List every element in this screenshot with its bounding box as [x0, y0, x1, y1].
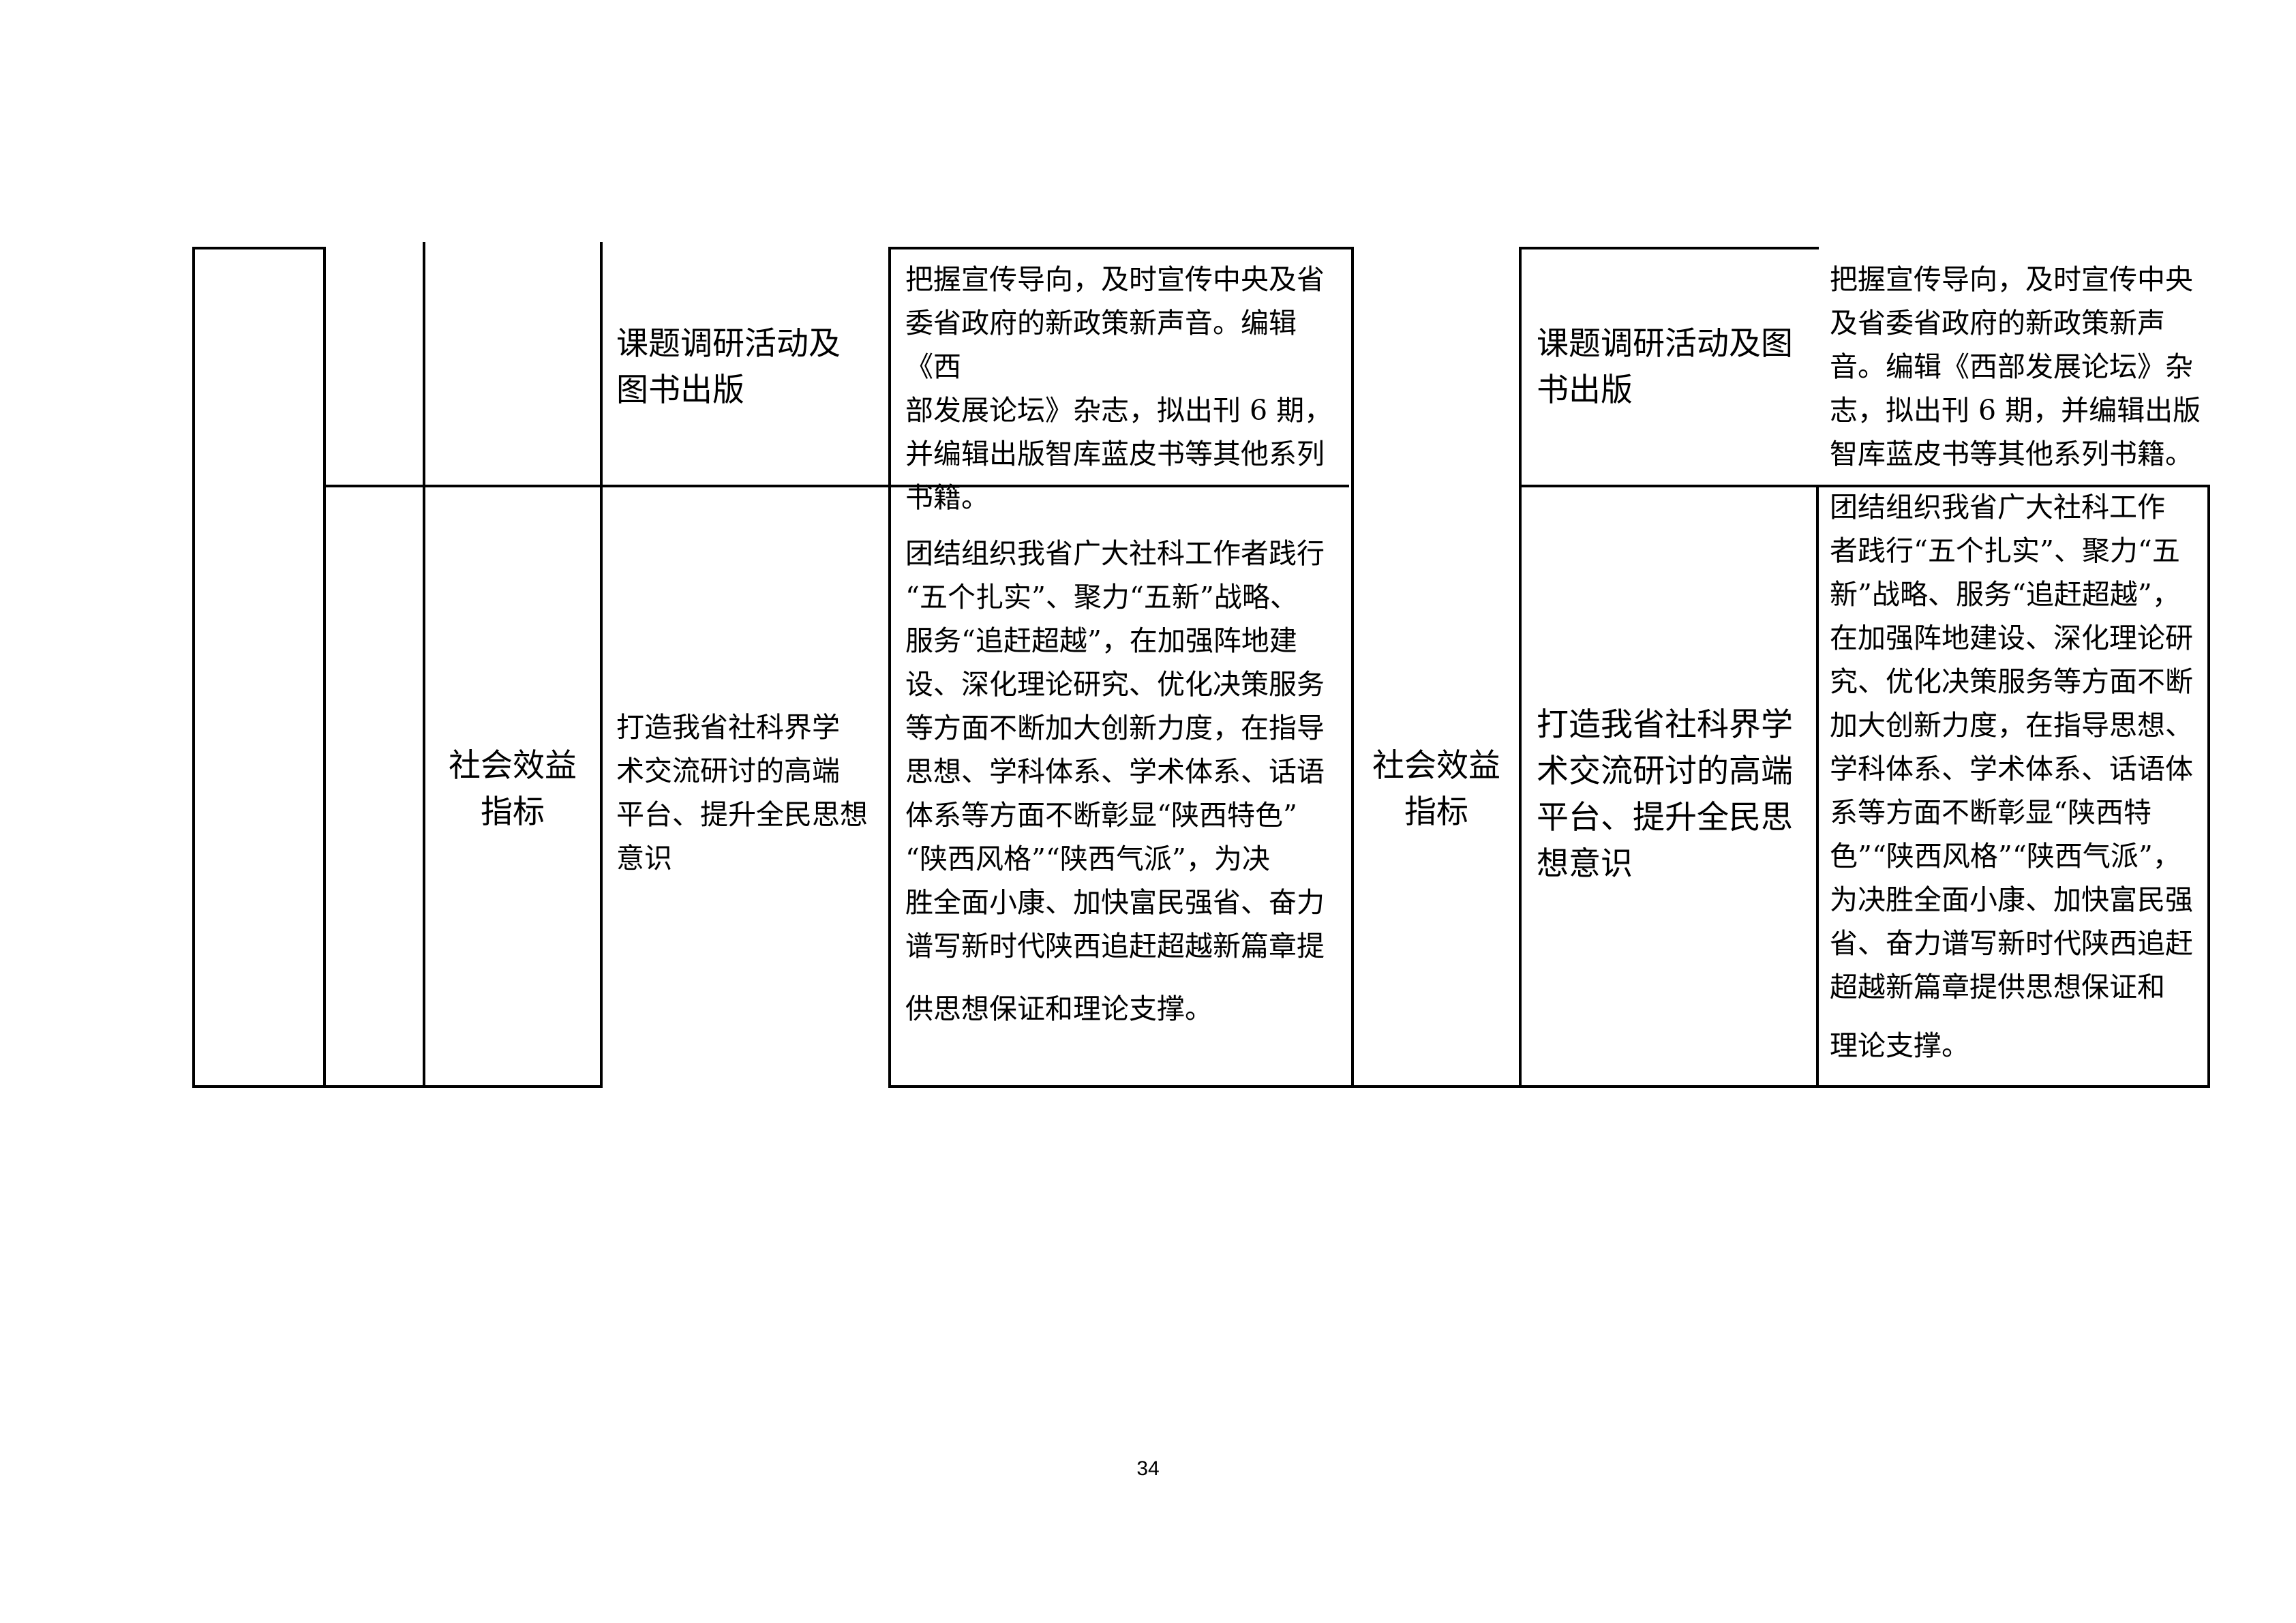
row2-right-target: 打造我省社科界学 术交流研讨的高端 平台、提升全民思 想意识 [1537, 706, 1793, 883]
grid-line [423, 242, 425, 1088]
row2-right-content-tail: 理论支撑。 [1830, 1029, 1969, 1062]
row1-right-target: 课题调研活动及图 书出版 [1537, 325, 1793, 409]
grid-line [192, 1085, 603, 1088]
page-number: 34 [1136, 1457, 1160, 1480]
grid-line [1816, 485, 1819, 1088]
grid-line [1519, 247, 1819, 249]
grid-line [890, 1085, 2210, 1088]
grid-line [2207, 485, 2210, 1088]
row2-left-content: 团结组织我省广大社科工作者践行 “五个扎实”、聚力“五新”战略、 服务“追赶超越… [905, 537, 1325, 962]
grid-line [192, 247, 195, 1088]
grid-line [890, 247, 1353, 249]
row2-right-indicator: 社会效益 指标 [1372, 747, 1500, 831]
grid-line [1519, 247, 1522, 1088]
row2-left-indicator: 社会效益 指标 [449, 747, 577, 831]
row1-right-content: 把握宣传导向，及时宣传中央 及省委省政府的新政策新声 音。编辑《西部发展论坛》杂… [1830, 263, 2201, 470]
row1-left-target: 课题调研活动及 图书出版 [616, 325, 841, 409]
grid-line [600, 242, 603, 1088]
row2-left-target: 打造我省社科界学 术交流研讨的高端 平台、提升全民思想 意识 [616, 711, 868, 875]
grid-line [323, 485, 1349, 487]
row1-left-content: 把握宣传导向，及时宣传中央及省 委省政府的新政策新声音。编辑《西 部发展论坛》杂… [905, 263, 1333, 514]
grid-line [1519, 485, 2209, 487]
grid-line [323, 247, 326, 1088]
grid-line [1351, 247, 1354, 1088]
grid-line [192, 247, 326, 249]
grid-line [888, 247, 891, 1088]
row2-right-content: 团结组织我省广大社科工作 者践行“五个扎实”、聚力“五 新”战略、服务“追赶超越… [1830, 491, 2193, 1003]
row2-left-content-tail: 供思想保证和理论支撑。 [905, 992, 1213, 1025]
